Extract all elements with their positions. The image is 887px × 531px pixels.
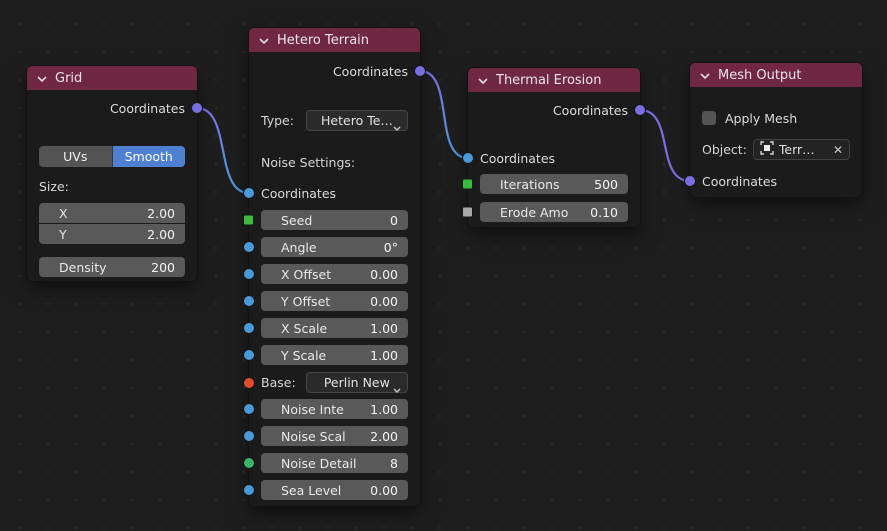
collapse-chevron-icon[interactable] bbox=[478, 73, 488, 88]
thermal-output-coordinates: Coordinates bbox=[480, 99, 646, 121]
noise-settings-label: Noise Settings: bbox=[261, 154, 356, 170]
object-field[interactable]: Terr… ✕ bbox=[752, 139, 850, 160]
erode-amount-field[interactable]: Erode Amo 0.10 bbox=[462, 202, 628, 222]
angle-field[interactable]: Angle 0° bbox=[243, 237, 408, 257]
apply-mesh-row: Apply Mesh bbox=[702, 110, 850, 126]
base-dropdown[interactable]: Perlin New bbox=[305, 372, 408, 396]
wire-grid-to-hetero bbox=[196, 106, 250, 195]
node-hetero-terrain-header[interactable]: Hetero Terrain bbox=[249, 28, 420, 52]
wire-thermal-to-mesh bbox=[639, 108, 691, 183]
type-dropdown[interactable]: Hetero Te… bbox=[305, 109, 408, 134]
socket-label: Coordinates bbox=[480, 150, 556, 166]
mesh-input-coordinates: Coordinates bbox=[684, 170, 850, 192]
x-scale-field[interactable]: X Scale 1.00 bbox=[243, 318, 408, 338]
type-row: Type: Hetero Te… bbox=[261, 109, 408, 131]
socket-label: Coordinates bbox=[109, 100, 185, 116]
y-offset-field[interactable]: Y Offset 0.00 bbox=[243, 291, 408, 311]
object-label: Object: bbox=[702, 142, 747, 157]
grid-output-coordinates: Coordinates bbox=[39, 97, 203, 119]
node-grid[interactable]: Grid Coordinates UVs Smooth Size: X 2.00… bbox=[27, 66, 203, 281]
input-socket-sea-level[interactable] bbox=[243, 484, 255, 496]
node-title: Hetero Terrain bbox=[277, 32, 370, 48]
apply-mesh-checkbox[interactable] bbox=[702, 111, 716, 125]
input-socket-base[interactable] bbox=[243, 376, 255, 389]
output-socket-coordinates[interactable] bbox=[634, 104, 646, 116]
input-socket-coordinates[interactable] bbox=[684, 175, 696, 187]
type-label: Type: bbox=[261, 112, 294, 128]
size-y-field[interactable]: Y 2.00 bbox=[39, 224, 185, 244]
node-thermal-erosion-header[interactable]: Thermal Erosion bbox=[468, 68, 640, 92]
node-title: Grid bbox=[55, 70, 83, 86]
input-socket-noise-detail[interactable] bbox=[243, 457, 255, 469]
input-socket-coordinates[interactable] bbox=[243, 187, 255, 199]
output-socket-coordinates[interactable] bbox=[191, 102, 203, 114]
node-mesh-output[interactable]: Mesh Output Apply Mesh Object: Terr… bbox=[684, 63, 862, 197]
noise-intensity-field[interactable]: Noise Inte 1.00 bbox=[243, 399, 408, 419]
chevron-down-icon bbox=[393, 119, 401, 134]
socket-label: Coordinates bbox=[552, 102, 628, 118]
input-socket-seed[interactable] bbox=[243, 214, 254, 226]
input-socket-angle[interactable] bbox=[243, 241, 255, 253]
size-field-group: X 2.00 Y 2.00 bbox=[39, 203, 185, 244]
node-hetero-terrain[interactable]: Hetero Terrain Coordinates Type: Hetero … bbox=[243, 28, 426, 506]
object-data-icon bbox=[760, 141, 774, 158]
socket-label: Coordinates bbox=[702, 173, 778, 189]
input-socket-y-scale[interactable] bbox=[243, 349, 255, 361]
noise-detail-field[interactable]: Noise Detail 8 bbox=[243, 453, 408, 473]
collapse-chevron-icon[interactable] bbox=[37, 71, 47, 86]
base-row: Base: Perlin New bbox=[243, 372, 408, 396]
size-x-field[interactable]: X 2.00 bbox=[39, 203, 185, 223]
density-field[interactable]: Density 200 bbox=[39, 257, 185, 277]
input-socket-erode-amount[interactable] bbox=[462, 206, 473, 218]
thermal-input-coordinates: Coordinates bbox=[462, 147, 628, 169]
object-name: Terr… bbox=[778, 142, 815, 157]
node-title: Thermal Erosion bbox=[496, 72, 602, 88]
x-offset-field[interactable]: X Offset 0.00 bbox=[243, 264, 408, 284]
close-icon[interactable]: ✕ bbox=[832, 142, 843, 157]
sea-level-field[interactable]: Sea Level 0.00 bbox=[243, 480, 408, 500]
output-socket-coordinates[interactable] bbox=[414, 65, 426, 77]
hetero-output-coordinates: Coordinates bbox=[261, 60, 426, 82]
input-socket-iterations[interactable] bbox=[462, 178, 473, 190]
size-label: Size: bbox=[39, 178, 69, 194]
wire-hetero-to-thermal bbox=[419, 69, 469, 160]
node-title: Mesh Output bbox=[718, 67, 802, 83]
node-mesh-output-header[interactable]: Mesh Output bbox=[690, 63, 862, 87]
apply-mesh-label: Apply Mesh bbox=[725, 110, 798, 126]
node-thermal-erosion[interactable]: Thermal Erosion Coordinates Coordinates … bbox=[462, 68, 646, 227]
input-socket-noise-scale[interactable] bbox=[243, 430, 255, 442]
collapse-chevron-icon[interactable] bbox=[259, 33, 269, 48]
input-socket-noise-intensity[interactable] bbox=[243, 403, 255, 415]
input-socket-y-offset[interactable] bbox=[243, 295, 255, 307]
input-socket-coordinates[interactable] bbox=[462, 152, 474, 164]
base-label: Base: bbox=[261, 375, 296, 390]
input-socket-x-scale[interactable] bbox=[243, 322, 255, 334]
noise-scale-field[interactable]: Noise Scal 2.00 bbox=[243, 426, 408, 446]
chevron-down-icon bbox=[393, 381, 401, 396]
object-row: Object: Terr… ✕ bbox=[702, 139, 850, 160]
socket-label: Coordinates bbox=[332, 63, 408, 79]
socket-label: Coordinates bbox=[261, 185, 337, 201]
uv-smooth-toggle: UVs Smooth bbox=[39, 146, 185, 167]
input-socket-x-offset[interactable] bbox=[243, 268, 255, 280]
seed-field[interactable]: Seed 0 bbox=[243, 210, 408, 230]
smooth-button[interactable]: Smooth bbox=[112, 146, 185, 167]
uvs-button[interactable]: UVs bbox=[39, 146, 113, 167]
iterations-field[interactable]: Iterations 500 bbox=[462, 174, 628, 194]
collapse-chevron-icon[interactable] bbox=[700, 68, 710, 83]
hetero-input-coordinates: Coordinates bbox=[243, 182, 408, 204]
y-scale-field[interactable]: Y Scale 1.00 bbox=[243, 345, 408, 365]
node-grid-header[interactable]: Grid bbox=[27, 66, 197, 90]
